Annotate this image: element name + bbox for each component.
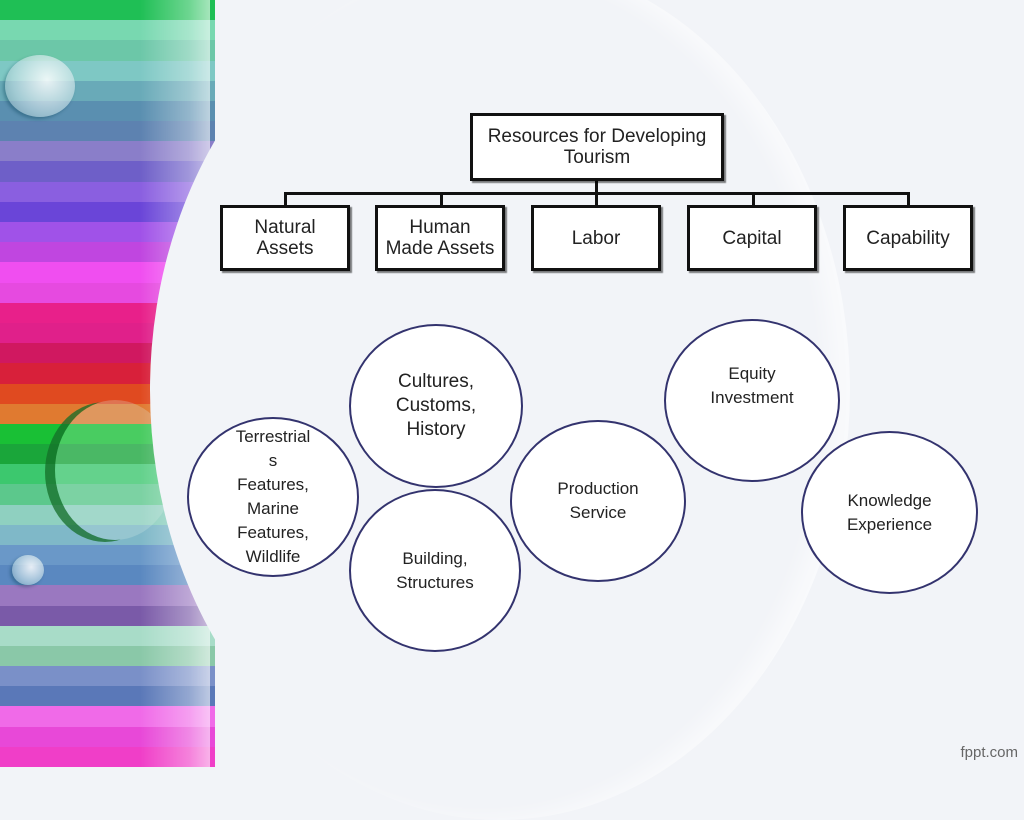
category-capability: Capability (843, 205, 973, 271)
water-drop-icon (5, 55, 75, 117)
circle-cultures-customs: Cultures, Customs, History (349, 324, 523, 488)
connector-capability (907, 192, 910, 206)
connector-capital (752, 192, 755, 206)
category-natural-assets: Natural Assets (220, 205, 350, 271)
circle-terrestrial-features: Terrestrial s Features, Marine Features,… (187, 417, 359, 577)
water-drop-small-icon (12, 555, 44, 585)
root-box: Resources for Developing Tourism (470, 113, 724, 181)
connector-natural (284, 192, 287, 206)
category-capital: Capital (687, 205, 817, 271)
connector-root-down (595, 180, 598, 194)
circle-knowledge-experience: Knowledge Experience (801, 431, 978, 594)
category-labor: Labor (531, 205, 661, 271)
connector-human (440, 192, 443, 206)
category-human-made-assets: Human Made Assets (375, 205, 505, 271)
circle-building-structures: Building, Structures (349, 489, 521, 652)
circle-production-service: Production Service (510, 420, 686, 582)
watermark: fppt.com (960, 744, 1018, 761)
connector-labor (595, 192, 598, 206)
circle-equity-investment: Equity Investment (664, 319, 840, 482)
